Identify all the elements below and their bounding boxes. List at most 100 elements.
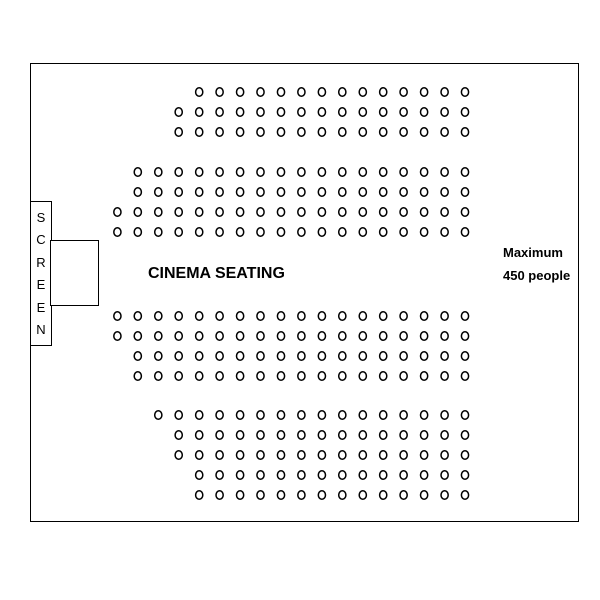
seat xyxy=(276,126,286,138)
seat xyxy=(276,429,286,441)
seat xyxy=(153,310,163,322)
seat xyxy=(317,469,327,481)
seat-row xyxy=(113,206,470,218)
seat xyxy=(399,330,408,342)
seat xyxy=(256,409,265,421)
seat xyxy=(276,206,286,218)
seat xyxy=(256,126,265,138)
seat xyxy=(317,206,327,218)
seat xyxy=(215,226,224,238)
seat xyxy=(419,489,429,501)
seat xyxy=(317,310,327,322)
seat xyxy=(153,409,163,421)
seat xyxy=(256,186,265,198)
seat xyxy=(460,330,470,342)
seat xyxy=(297,370,306,382)
seat xyxy=(256,166,265,178)
seat xyxy=(276,330,286,342)
seat xyxy=(174,330,184,342)
seat xyxy=(460,86,470,98)
seat xyxy=(419,126,429,138)
seat xyxy=(399,206,408,218)
seat xyxy=(419,206,429,218)
seat xyxy=(419,86,429,98)
seat xyxy=(399,166,408,178)
seat xyxy=(317,370,327,382)
seat xyxy=(256,106,265,118)
seat xyxy=(153,370,163,382)
seat xyxy=(276,86,286,98)
seat xyxy=(235,350,245,362)
seat xyxy=(235,206,245,218)
seat xyxy=(378,106,388,118)
seat xyxy=(256,370,265,382)
screen-letter: R xyxy=(36,254,46,270)
seat xyxy=(337,449,347,461)
seat xyxy=(276,166,286,178)
seat xyxy=(317,226,327,238)
seat-row xyxy=(194,86,470,98)
screen-letter: S xyxy=(36,209,46,225)
seat xyxy=(337,226,347,238)
seat xyxy=(399,449,408,461)
seat xyxy=(194,106,204,118)
seat xyxy=(460,350,470,362)
seat xyxy=(235,330,245,342)
seat xyxy=(113,206,122,218)
seat xyxy=(174,370,184,382)
seat xyxy=(113,330,122,342)
seat xyxy=(440,166,449,178)
seat xyxy=(235,186,245,198)
seat xyxy=(358,409,368,421)
seat xyxy=(256,469,265,481)
seat xyxy=(133,370,143,382)
seat xyxy=(297,310,306,322)
seat xyxy=(153,330,163,342)
seat xyxy=(215,310,224,322)
stage-box xyxy=(50,240,99,306)
seat xyxy=(399,226,408,238)
seat xyxy=(358,226,368,238)
seat xyxy=(440,489,449,501)
seat xyxy=(317,86,327,98)
seat xyxy=(337,409,347,421)
seat xyxy=(337,469,347,481)
seat xyxy=(133,166,143,178)
screen-letter: C xyxy=(36,232,46,248)
seat xyxy=(358,489,368,501)
seat xyxy=(256,226,265,238)
seat xyxy=(133,226,143,238)
seat xyxy=(133,186,143,198)
seat xyxy=(358,86,368,98)
seat xyxy=(337,330,347,342)
seat-row xyxy=(174,126,470,138)
seat xyxy=(235,226,245,238)
seat xyxy=(358,206,368,218)
seat xyxy=(174,409,184,421)
seat xyxy=(440,226,449,238)
seat xyxy=(337,186,347,198)
seat xyxy=(358,469,368,481)
seat xyxy=(440,429,449,441)
seat xyxy=(378,206,388,218)
seat xyxy=(419,370,429,382)
seat xyxy=(174,106,184,118)
seat xyxy=(317,409,327,421)
seat xyxy=(399,350,408,362)
seat xyxy=(215,489,224,501)
seat xyxy=(256,206,265,218)
seat xyxy=(337,489,347,501)
seat xyxy=(215,166,224,178)
seat xyxy=(378,469,388,481)
seat xyxy=(399,86,408,98)
seat xyxy=(419,166,429,178)
seat xyxy=(215,206,224,218)
seat xyxy=(194,186,204,198)
seat xyxy=(256,350,265,362)
seat xyxy=(378,226,388,238)
seat xyxy=(440,106,449,118)
seat xyxy=(215,429,224,441)
seat-row xyxy=(174,449,470,461)
seat-row xyxy=(174,429,470,441)
